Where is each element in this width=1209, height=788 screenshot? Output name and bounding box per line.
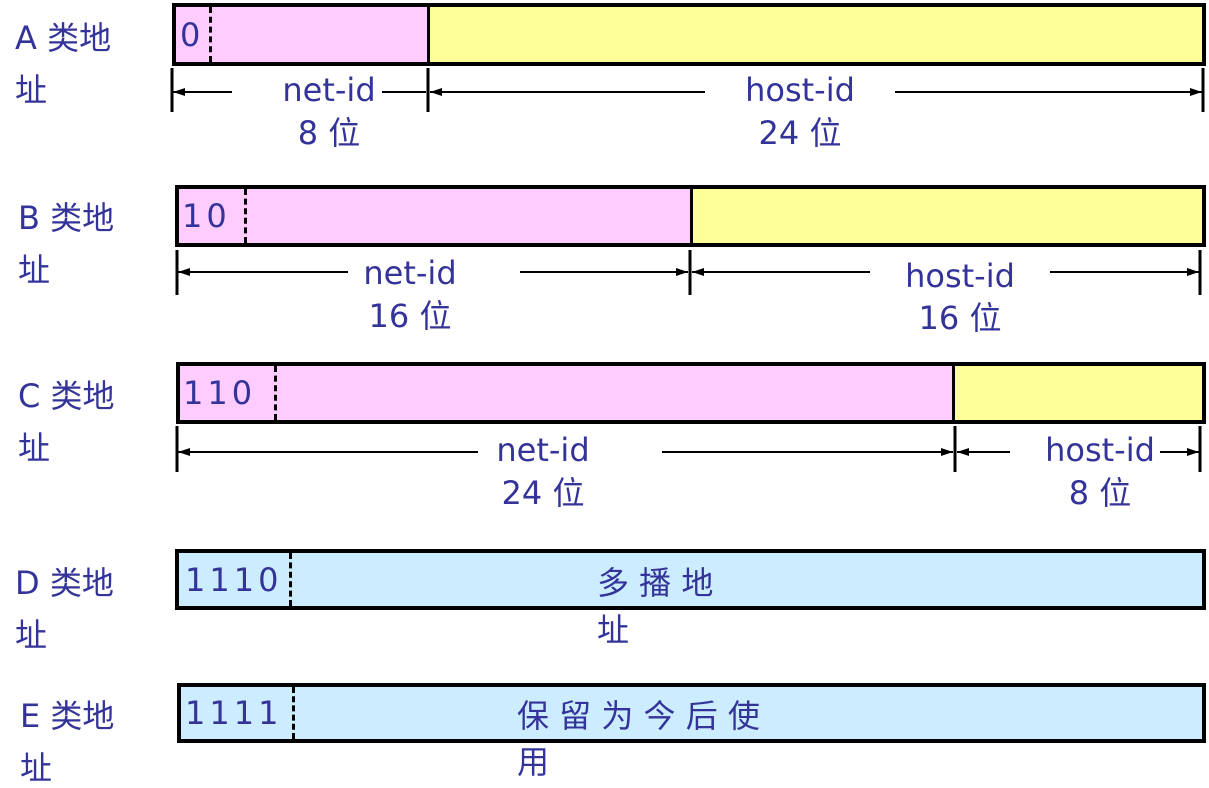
class-c-net-bits: 24 位 — [501, 474, 585, 512]
arrow-right-icon — [1190, 88, 1202, 96]
class-c-label: C 类地 — [18, 377, 115, 415]
arrow-left-icon — [430, 88, 442, 96]
host-id-segment — [953, 366, 1202, 420]
class-d-description: 多 播 地 — [597, 564, 714, 602]
arrow-right-icon — [1187, 448, 1199, 456]
class-d-label-cont: 址 — [15, 616, 48, 654]
prefix-dashed-divider — [289, 553, 292, 606]
segment-divider — [427, 7, 430, 62]
class-d-description-cont: 址 — [597, 611, 630, 649]
arrow-right-icon — [1187, 268, 1199, 276]
class-a-net-id-label: net-id — [282, 71, 376, 109]
class-e-label: E 类地 — [20, 697, 115, 735]
segment-divider — [690, 189, 693, 243]
net-id-segment — [179, 189, 691, 243]
arrow-left-icon — [178, 448, 190, 456]
arrow-left-icon — [692, 268, 704, 276]
class-a-label-cont: 址 — [15, 71, 48, 109]
class-b-host-bits: 16 位 — [918, 299, 1002, 337]
class-c-net-id-label: net-id — [496, 431, 590, 469]
arrow-left-icon — [957, 448, 969, 456]
class-e-description-cont: 用 — [517, 743, 550, 781]
class-d-label: D 类地 — [15, 564, 114, 602]
prefix-dashed-divider — [244, 189, 247, 243]
class-a-address-field — [172, 3, 1206, 66]
net-id-segment — [180, 366, 953, 420]
class-c-host-bits: 8 位 — [1068, 474, 1132, 512]
prefix-dashed-divider — [274, 366, 277, 420]
net-id-segment — [176, 7, 428, 62]
class-b-label-cont: 址 — [18, 251, 51, 289]
class-e-description: 保 留 为 今 后 使 — [517, 697, 760, 735]
segment-divider — [952, 366, 955, 420]
class-b-host-id-label: host-id — [905, 257, 1015, 295]
class-d-address-field — [175, 549, 1206, 610]
arrow-left-icon — [173, 88, 185, 96]
arrow-right-icon — [941, 448, 953, 456]
class-c-label-cont: 址 — [18, 429, 51, 467]
class-b-label: B 类地 — [18, 199, 115, 237]
class-d-prefix-bits: 1110 — [185, 560, 283, 599]
class-c-host-id-label: host-id — [1045, 431, 1155, 469]
class-b-net-id-label: net-id — [363, 254, 457, 292]
class-c-prefix-bits: 110 — [183, 374, 257, 412]
class-e-label-cont: 址 — [20, 749, 53, 787]
prefix-dashed-divider — [209, 7, 212, 62]
host-id-segment — [428, 7, 1202, 62]
class-a-label: A 类地 — [15, 19, 112, 57]
class-a-prefix-bits: 0 — [180, 15, 205, 54]
class-a-net-bits: 8 位 — [297, 114, 361, 152]
class-a-host-id-label: host-id — [745, 71, 855, 109]
class-b-net-bits: 16 位 — [368, 297, 452, 335]
class-c-address-field — [176, 362, 1206, 424]
class-e-prefix-bits: 1111 — [185, 694, 283, 732]
arrow-left-icon — [178, 268, 190, 276]
prefix-dashed-divider — [292, 687, 295, 739]
host-id-segment — [691, 189, 1202, 243]
class-b-address-field — [175, 185, 1206, 247]
class-e-address-field — [177, 683, 1206, 743]
arrow-right-icon — [676, 268, 688, 276]
class-a-host-bits: 24 位 — [758, 114, 842, 152]
class-b-prefix-bits: 10 — [182, 197, 231, 235]
